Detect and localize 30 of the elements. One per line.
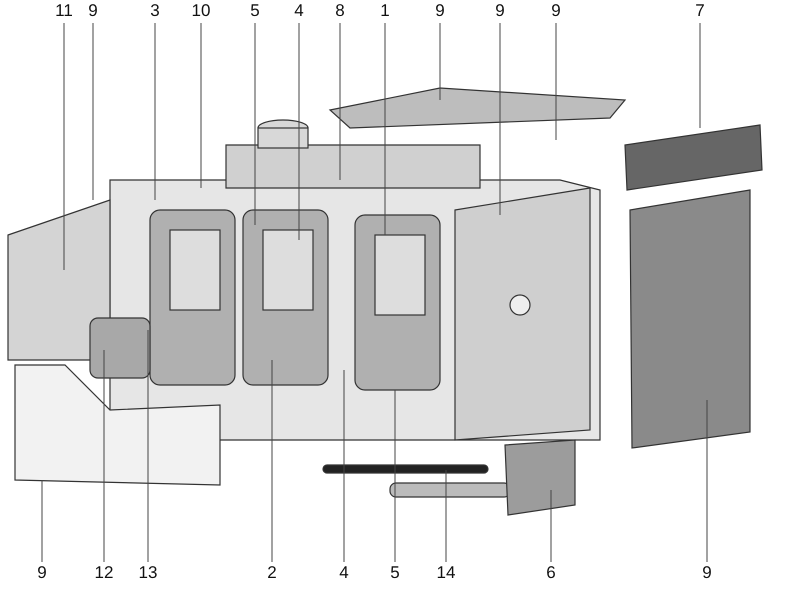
leader-line <box>92 22 94 200</box>
callout-number: 3 <box>143 2 167 20</box>
callout-number: 7 <box>688 2 712 20</box>
callout-number: 5 <box>383 564 407 582</box>
callout-number: 9 <box>695 564 719 582</box>
callout-number: 8 <box>328 2 352 20</box>
leader-line <box>200 22 202 188</box>
callout-number: 11 <box>52 2 76 20</box>
callout-number: 5 <box>243 2 267 20</box>
leader-line <box>706 400 708 562</box>
callout-number: 14 <box>434 564 458 582</box>
callout-number: 13 <box>136 564 160 582</box>
callout-number: 6 <box>539 564 563 582</box>
callout-number: 9 <box>30 564 54 582</box>
leader-line <box>384 22 386 236</box>
callout-number: 4 <box>332 564 356 582</box>
callout-number: 9 <box>544 2 568 20</box>
callout-number: 10 <box>189 2 213 20</box>
leader-line <box>298 22 300 240</box>
callout-number: 1 <box>373 2 397 20</box>
callout-number: 12 <box>92 564 116 582</box>
callout-number: 4 <box>287 2 311 20</box>
leader-line <box>550 490 552 562</box>
leader-line <box>394 390 396 562</box>
callout-number: 9 <box>488 2 512 20</box>
callout-number: 9 <box>428 2 452 20</box>
callout-number: 9 <box>81 2 105 20</box>
leader-line <box>154 22 156 200</box>
callout-number: 2 <box>260 564 284 582</box>
leader-line <box>254 22 256 226</box>
